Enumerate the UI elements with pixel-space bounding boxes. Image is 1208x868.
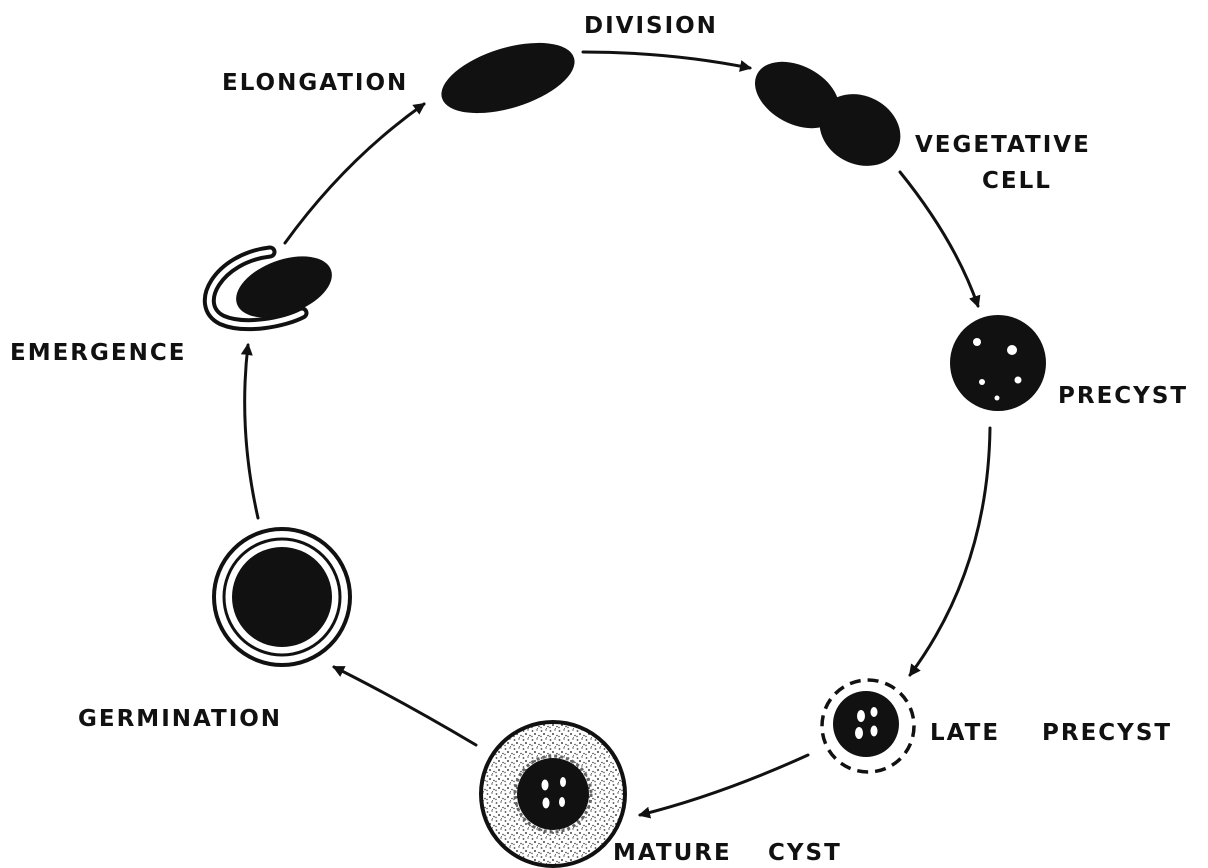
arrow-division-to-vegetative <box>583 52 750 68</box>
arrow-emergence-to-elongation <box>285 104 424 243</box>
mature-cyst-cell <box>481 722 625 866</box>
label-late-precyst-word1: LATE <box>930 720 1000 746</box>
arrow-mature-cyst-to-germination <box>334 667 476 745</box>
arrow-precyst-to-late-precyst <box>910 428 990 675</box>
label-mature-cyst-word1: MATURE <box>613 840 732 866</box>
precyst-cell <box>950 315 1046 411</box>
label-vegetative-cell-line1: VEGETATIVE <box>915 132 1091 158</box>
label-elongation: ELONGATION <box>222 70 408 96</box>
label-precyst: PRECYST <box>1058 383 1188 409</box>
label-vegetative-cell-line2: CELL <box>982 168 1052 194</box>
dividing-cell <box>744 48 913 179</box>
elongation-cell <box>433 29 583 127</box>
late-precyst-cell <box>822 680 914 772</box>
arrow-vegetative-to-precyst <box>900 172 978 306</box>
germination-cell <box>214 529 350 665</box>
arrow-germination-to-emergence <box>245 345 258 518</box>
label-division: DIVISION <box>584 13 718 39</box>
label-emergence: EMERGENCE <box>10 340 186 366</box>
label-germination: GERMINATION <box>78 706 282 732</box>
arrow-late-precyst-to-mature-cyst <box>640 755 808 815</box>
label-mature-cyst-word2: CYST <box>768 840 842 866</box>
emergence-cell <box>209 245 340 330</box>
label-late-precyst-word2: PRECYST <box>1042 720 1172 746</box>
